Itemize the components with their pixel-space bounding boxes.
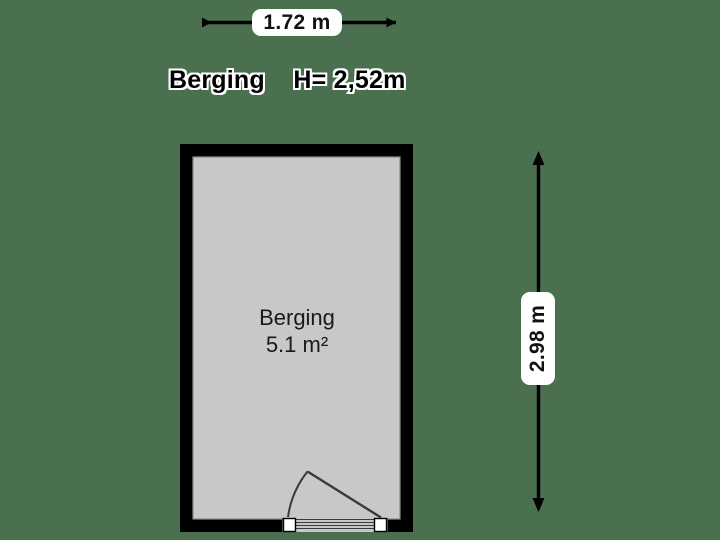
door-leaf — [306, 470, 382, 519]
dimension-arrowhead-top — [532, 151, 545, 165]
dimension-label-top: 1.72 m — [252, 9, 342, 36]
room-floor — [192, 156, 401, 520]
dimension-label-right-text: 2.98 m — [526, 304, 550, 373]
page-title: Berging H= 2,52m — [167, 64, 407, 96]
door-jamb-right — [373, 517, 388, 533]
dimension-label-top-text: 1.72 m — [263, 11, 331, 34]
door-swing-arc — [287, 470, 309, 518]
door-opening — [282, 470, 388, 533]
dimension-label-right: 2.98 m — [521, 292, 555, 385]
dimension-arrowhead-bottom — [532, 498, 545, 512]
door-jamb-left — [282, 517, 297, 533]
